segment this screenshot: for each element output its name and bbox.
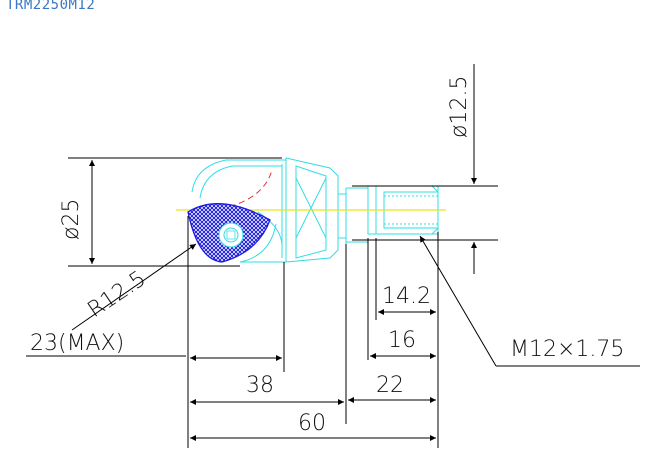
carbide-insert [187, 203, 271, 263]
dim-radius: R12.5 [83, 266, 150, 323]
drawing-title: TRM2250M12 [6, 0, 96, 13]
dim-total-length: 60 [298, 411, 326, 436]
dim-thread-full: 16 [388, 328, 416, 353]
dim-thread-spec: M12×1.75 [510, 337, 624, 362]
dim-shank-length: 22 [376, 373, 404, 398]
dim-body-length: 38 [246, 373, 274, 398]
dim-max-cut: 23(MAX) [30, 331, 124, 356]
dim-dia-shank: ø12.5 [447, 76, 472, 138]
dimension-lines [26, 64, 640, 448]
dim-dia-head: ø25 [59, 199, 84, 240]
dim-thread-length: 14.2 [382, 284, 431, 309]
